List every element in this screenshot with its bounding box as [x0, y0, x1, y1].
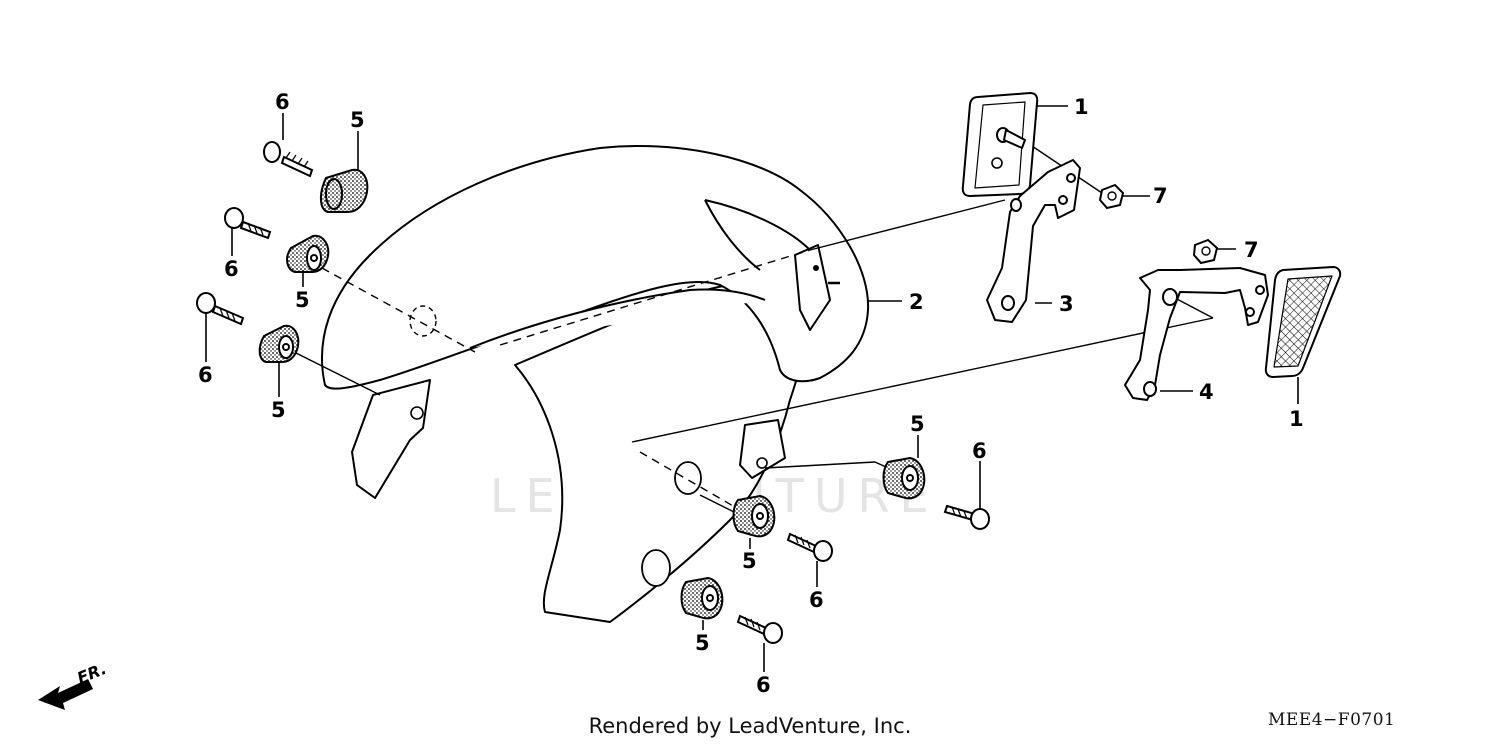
callout-6d: 6 — [972, 439, 987, 463]
callout-1b: 1 — [1289, 407, 1304, 431]
callout-7a: 7 — [1153, 184, 1168, 208]
bolt-1 — [263, 141, 314, 178]
svg-text:FR.: FR. — [74, 659, 109, 688]
diagram-code: MEE4−F0701 — [1268, 710, 1396, 730]
callout-5e: 5 — [742, 549, 757, 573]
grommet-5 — [732, 494, 776, 538]
reflector-lower[interactable] — [1264, 266, 1342, 378]
bolt-3 — [196, 292, 245, 326]
reflector-upper[interactable] — [961, 92, 1039, 197]
callout-6e: 6 — [809, 588, 824, 612]
callout-1a: 1 — [1074, 95, 1089, 119]
bolt-5 — [786, 532, 833, 562]
nut-upper[interactable] — [1098, 183, 1125, 210]
callout-5a: 5 — [350, 108, 365, 132]
footer-credit: Rendered by LeadVenture, Inc. — [588, 714, 912, 738]
grommet-3 — [258, 324, 300, 363]
bolt-4 — [943, 504, 990, 530]
leader-lines — [205, 105, 1299, 672]
reflector-stay-upper[interactable] — [986, 159, 1081, 323]
callout-6c: 6 — [198, 363, 213, 387]
bolt-2 — [224, 207, 272, 240]
callout-5d: 5 — [910, 412, 925, 436]
front-direction-arrow: FR. — [38, 659, 109, 710]
callout-5f: 5 — [695, 631, 710, 655]
callout-6a: 6 — [275, 90, 290, 114]
grommet-6 — [680, 576, 724, 620]
callout-6f: 6 — [756, 673, 771, 697]
callout-2: 2 — [909, 290, 924, 314]
callout-5c: 5 — [271, 398, 286, 422]
callout-6b: 6 — [224, 257, 239, 281]
callouts: 1 1 2 3 4 5 5 5 5 5 5 6 6 6 6 6 6 7 7 — [198, 90, 1304, 697]
nut-lower[interactable] — [1192, 238, 1219, 265]
bolt-6 — [736, 614, 783, 644]
grommet-4 — [882, 456, 926, 500]
callout-3: 3 — [1059, 292, 1074, 316]
bolts[interactable] — [196, 141, 990, 644]
grommet-1 — [320, 168, 369, 213]
callout-4: 4 — [1199, 380, 1214, 404]
callout-5b: 5 — [295, 288, 310, 312]
grommet-2 — [286, 234, 330, 273]
reflector-stay-lower[interactable] — [1124, 267, 1269, 401]
front-fender[interactable] — [321, 145, 870, 623]
callout-7b: 7 — [1244, 238, 1259, 262]
grommets[interactable] — [258, 168, 926, 620]
